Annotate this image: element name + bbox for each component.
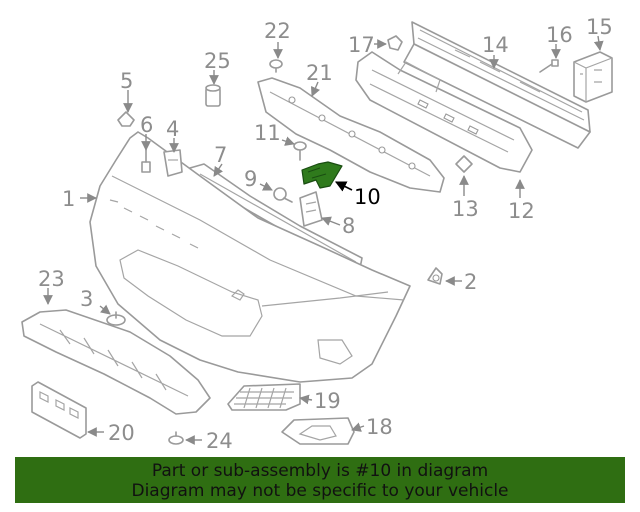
part-1-bumper-cover (89, 131, 411, 383)
banner-line-2: Diagram may not be specific to your vehi… (131, 481, 509, 501)
callout-21: 21 (306, 61, 333, 85)
callout-22: 22 (264, 19, 291, 43)
callout-12: 12 (508, 199, 535, 223)
part-22-clip (269, 59, 283, 73)
part-4-bracket (163, 149, 183, 177)
callout-8: 8 (342, 214, 355, 238)
callout-23: 23 (38, 267, 65, 291)
part-5-clip (117, 111, 135, 127)
info-banner: Part or sub-assembly is #10 in diagram D… (15, 457, 625, 503)
callout-11: 11 (254, 121, 281, 145)
part-23-lower-shield (21, 309, 211, 415)
callout-24: 24 (206, 429, 233, 453)
callout-4: 4 (166, 117, 179, 141)
part-14-reinforcement-beam (403, 21, 591, 149)
callout-3: 3 (80, 287, 93, 311)
callout-20: 20 (108, 421, 135, 445)
part-11-clip (293, 141, 307, 161)
part-19-lower-grille (227, 383, 301, 411)
part-20-lower-bracket (31, 381, 87, 439)
callout-14: 14 (482, 33, 509, 57)
part-10-highlighted-bracket (301, 161, 343, 189)
part-12-energy-absorber (355, 51, 533, 173)
callout-6: 6 (140, 113, 153, 137)
part-18-fog-bezel (281, 417, 355, 445)
part-21-upper-support (257, 77, 445, 193)
banner-line-1: Part or sub-assembly is #10 in diagram (151, 461, 489, 481)
part-24-clip (168, 431, 184, 445)
part-8-bracket (299, 191, 323, 227)
callout-15: 15 (586, 15, 613, 39)
part-2-clip (427, 267, 443, 285)
part-13-clip (455, 155, 473, 173)
part-3-push-pin (106, 311, 126, 326)
callout-1: 1 (62, 187, 75, 211)
callout-5: 5 (120, 69, 133, 93)
callout-19: 19 (314, 389, 341, 413)
callout-13: 13 (452, 197, 479, 221)
leader-lines (43, 35, 604, 445)
callout-7: 7 (214, 143, 227, 167)
part-15-bracket (573, 51, 613, 103)
callout-18: 18 (366, 415, 393, 439)
callout-10: 10 (354, 185, 381, 209)
callout-25: 25 (204, 49, 231, 73)
part-25-spacer (205, 84, 221, 107)
callout-17: 17 (348, 33, 375, 57)
callout-2: 2 (464, 270, 477, 294)
part-6-bolt (141, 149, 151, 173)
part-16-bolt (539, 59, 559, 73)
part-9-bolt (273, 187, 293, 203)
callout-16: 16 (546, 23, 573, 47)
callout-labels: 1 2 3 4 5 6 7 8 9 10 11 12 13 14 15 16 1… (38, 15, 613, 453)
part-17-nut (387, 35, 403, 51)
callout-9: 9 (244, 167, 257, 191)
